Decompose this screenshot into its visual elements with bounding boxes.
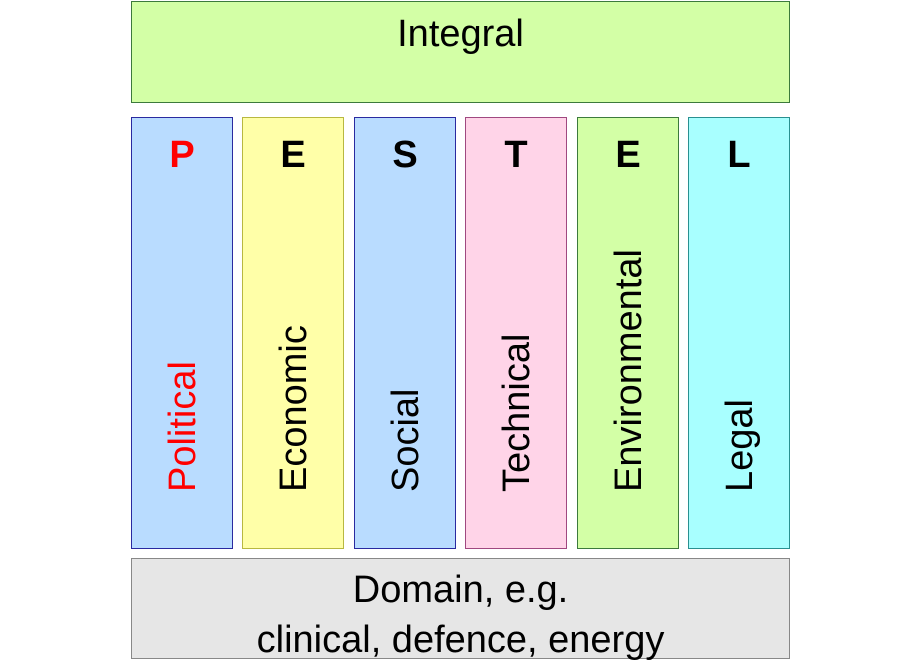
pillar-environmental: E Environmental [577,117,679,549]
pillar-economic: E Economic [242,117,344,549]
pillar-word: Environmental [608,249,650,492]
domain-line-1: Domain, e.g. [352,569,569,611]
pillar-social: S Social [354,117,456,549]
integral-box: Integral [131,1,790,103]
pillar-letter: E [615,134,641,176]
integral-label: Integral [397,13,524,55]
pillar-letter: P [169,134,195,176]
pillar-legal: L Legal [688,117,790,549]
pillar-word: Social [385,388,427,493]
pillar-word: Technical [496,333,538,492]
domain-line-2: clinical, defence, energy [256,619,665,661]
pillar-technical: T Technical [465,117,567,549]
pillar-word: Economic [273,325,315,492]
pillar-word: Political [162,361,204,492]
domain-box: Domain, e.g. clinical, defence, energy [131,558,790,661]
pillar-letter: T [504,134,528,176]
pillar-letter: L [727,134,751,176]
pillar-letter: E [280,134,306,176]
pillar-political: P Political [131,117,233,549]
pillar-letter: S [392,134,418,176]
pillar-word: Legal [719,399,761,492]
